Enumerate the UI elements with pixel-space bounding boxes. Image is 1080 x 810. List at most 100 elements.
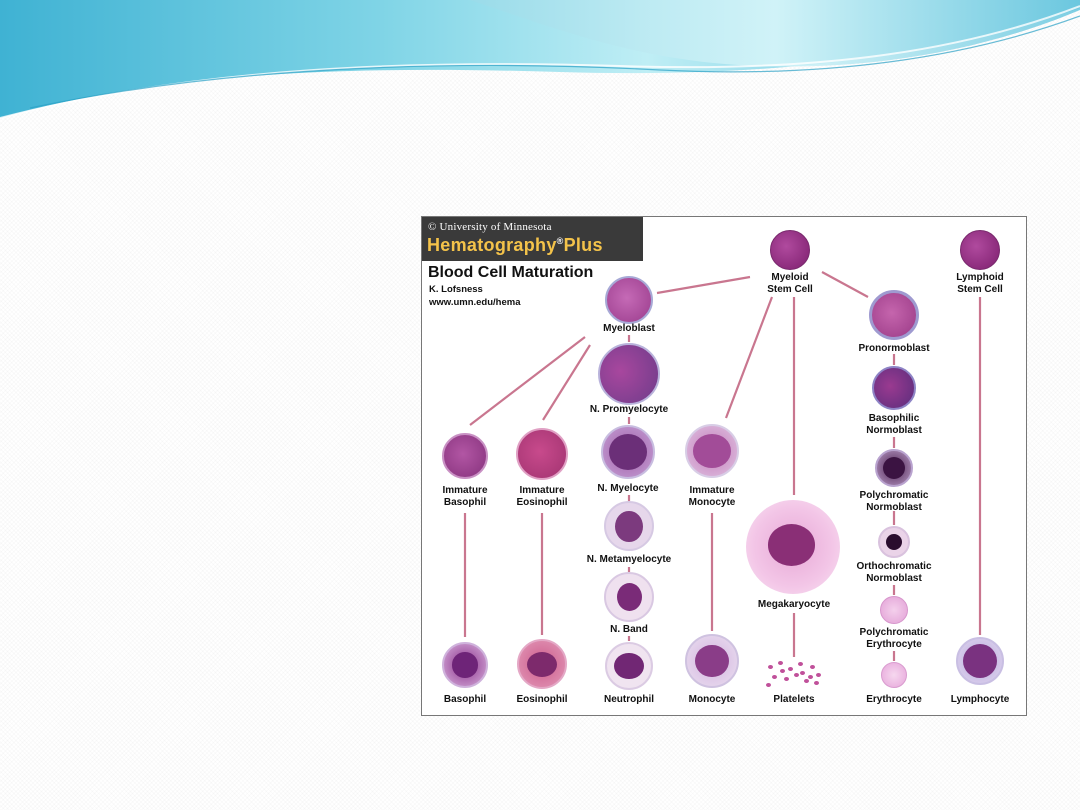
n-band-label-line: N. Band [610,624,648,635]
figure-title: Blood Cell Maturation [428,264,594,281]
eosinophil-label-line: Eosinophil [516,694,568,705]
platelet [808,675,813,679]
platelet [814,681,819,685]
platelets-label-line: Platelets [773,694,815,705]
n-myelocyte-label-line: N. Myelocyte [597,483,659,494]
platelet [768,665,773,669]
n-promyelocyte-label-line: N. Promyelocyte [589,404,669,415]
basophilic-normoblast-label-line: Basophilic [868,413,920,424]
immature-monocyte-label-line: Monocyte [688,497,736,508]
pronormoblast-cell-image [869,290,919,340]
basophil-label-line: Basophil [443,694,487,705]
neutrophil-label: Neutrophil [604,694,654,706]
megakaryocyte-nucleus [767,524,815,566]
lymphoid-stem-cell-label-line: Lymphoid [956,272,1004,283]
immature-monocyte-cell-image [685,424,739,478]
neutrophil-label-line: Neutrophil [604,694,654,705]
connector-myeloblast-to-immature-basophil [469,336,586,426]
basophilic-normoblast-label-line: Normoblast [866,425,922,436]
basophilic-normoblast-cell-image [872,366,916,410]
credit-header: © University of Minnesota Hematography®P… [422,217,643,261]
platelet [794,673,799,677]
platelet [772,675,777,679]
eosinophil-label: Eosinophil [516,694,567,706]
n-promyelocyte-label: N. Promyelocyte [590,404,668,416]
immature-basophil-label-line: Basophil [443,497,487,508]
connector-lines [463,271,982,661]
connector-myeloblast-to-immature-eosinophil [542,344,591,421]
figure-author: K. Lofsness [429,284,483,295]
polychromatic-normoblast-nucleus [882,456,906,480]
immature-eosinophil-label-line: Immature [519,485,565,496]
myeloid-stem-cell-label-line: Stem Cell [767,284,813,295]
immature-monocyte-label-line: Immature [689,485,735,496]
platelet [798,662,803,666]
platelet [804,679,809,683]
pronormoblast-label: Pronormoblast [858,343,929,355]
n-band-cell-image [604,572,654,622]
orthochromatic-normoblast-nucleus [886,534,902,550]
lymphoid-stem-cell-label-line: Stem Cell [957,284,1003,295]
platelet [784,677,789,681]
n-metamyelocyte-nucleus [615,510,643,542]
immature-basophil-label-line: Immature [442,485,488,496]
eosinophil-cell-image [517,639,567,689]
monocyte-cell-image [685,634,739,688]
orthochromatic-normoblast-cell-image [878,526,910,558]
n-myelocyte-label: N. Myelocyte [597,483,658,495]
n-myelocyte-cell-image [601,425,655,479]
lymphocyte-cell-image [956,637,1004,685]
platelet [788,667,793,671]
connector-myeloid-to-pronormoblast [821,271,869,298]
lymphocyte-label-line: Lymphocyte [950,694,1010,705]
basophil-cell-image [442,642,488,688]
immature-eosinophil-cell-image [516,428,568,480]
basophil-label: Basophil [444,694,486,706]
copyright-text: © University of Minnesota [428,221,552,233]
platelet [766,683,771,687]
platelet [780,669,785,673]
monocyte-nucleus [695,644,729,678]
immature-eosinophil-label-line: Eosinophil [516,497,568,508]
blood-cell-maturation-figure: © University of Minnesota Hematography®P… [421,216,1027,716]
orthochromatic-normoblast-label-line: Normoblast [866,573,922,584]
platelet [800,671,805,675]
erythrocyte-cell-image [881,662,907,688]
immature-basophil-cell-image [442,433,488,479]
brand-suffix: Plus [563,235,603,255]
myeloid-stem-cell-label-line: Myeloid [771,272,809,283]
monocyte-label-line: Monocyte [688,694,736,705]
lymphoid-stem-cell-cell-image [960,230,1000,270]
monocyte-label: Monocyte [689,694,736,706]
n-metamyelocyte-cell-image [604,501,654,551]
megakaryocyte-label: Megakaryocyte [758,599,830,611]
polychromatic-erythrocyte-cell-image [880,596,908,624]
platelets-image [764,659,824,687]
polychromatic-normoblast-label-line: Normoblast [866,502,922,513]
n-myelocyte-nucleus [609,434,647,470]
brand-name: Hematography [427,235,557,255]
erythrocyte-label-line: Erythrocyte [866,694,922,705]
n-metamyelocyte-label: N. Metamyelocyte [587,554,671,566]
megakaryocyte-cell-image [746,500,840,594]
lymphocyte-label: Lymphocyte [951,694,1010,706]
platelet [810,665,815,669]
slide-header-banner [0,0,1080,119]
polychromatic-normoblast-cell-image [875,449,913,487]
platelet [778,661,783,665]
orthochromatic-normoblast-label-line: Orthochromatic [856,561,932,572]
n-band-label: N. Band [610,624,648,636]
platelet [816,673,821,677]
erythrocyte-label: Erythrocyte [866,694,922,706]
myeloid-stem-cell-cell-image [770,230,810,270]
connector-myeloid-to-immature-monocyte [724,296,774,419]
figure-url: www.umn.edu/hema [429,297,521,308]
